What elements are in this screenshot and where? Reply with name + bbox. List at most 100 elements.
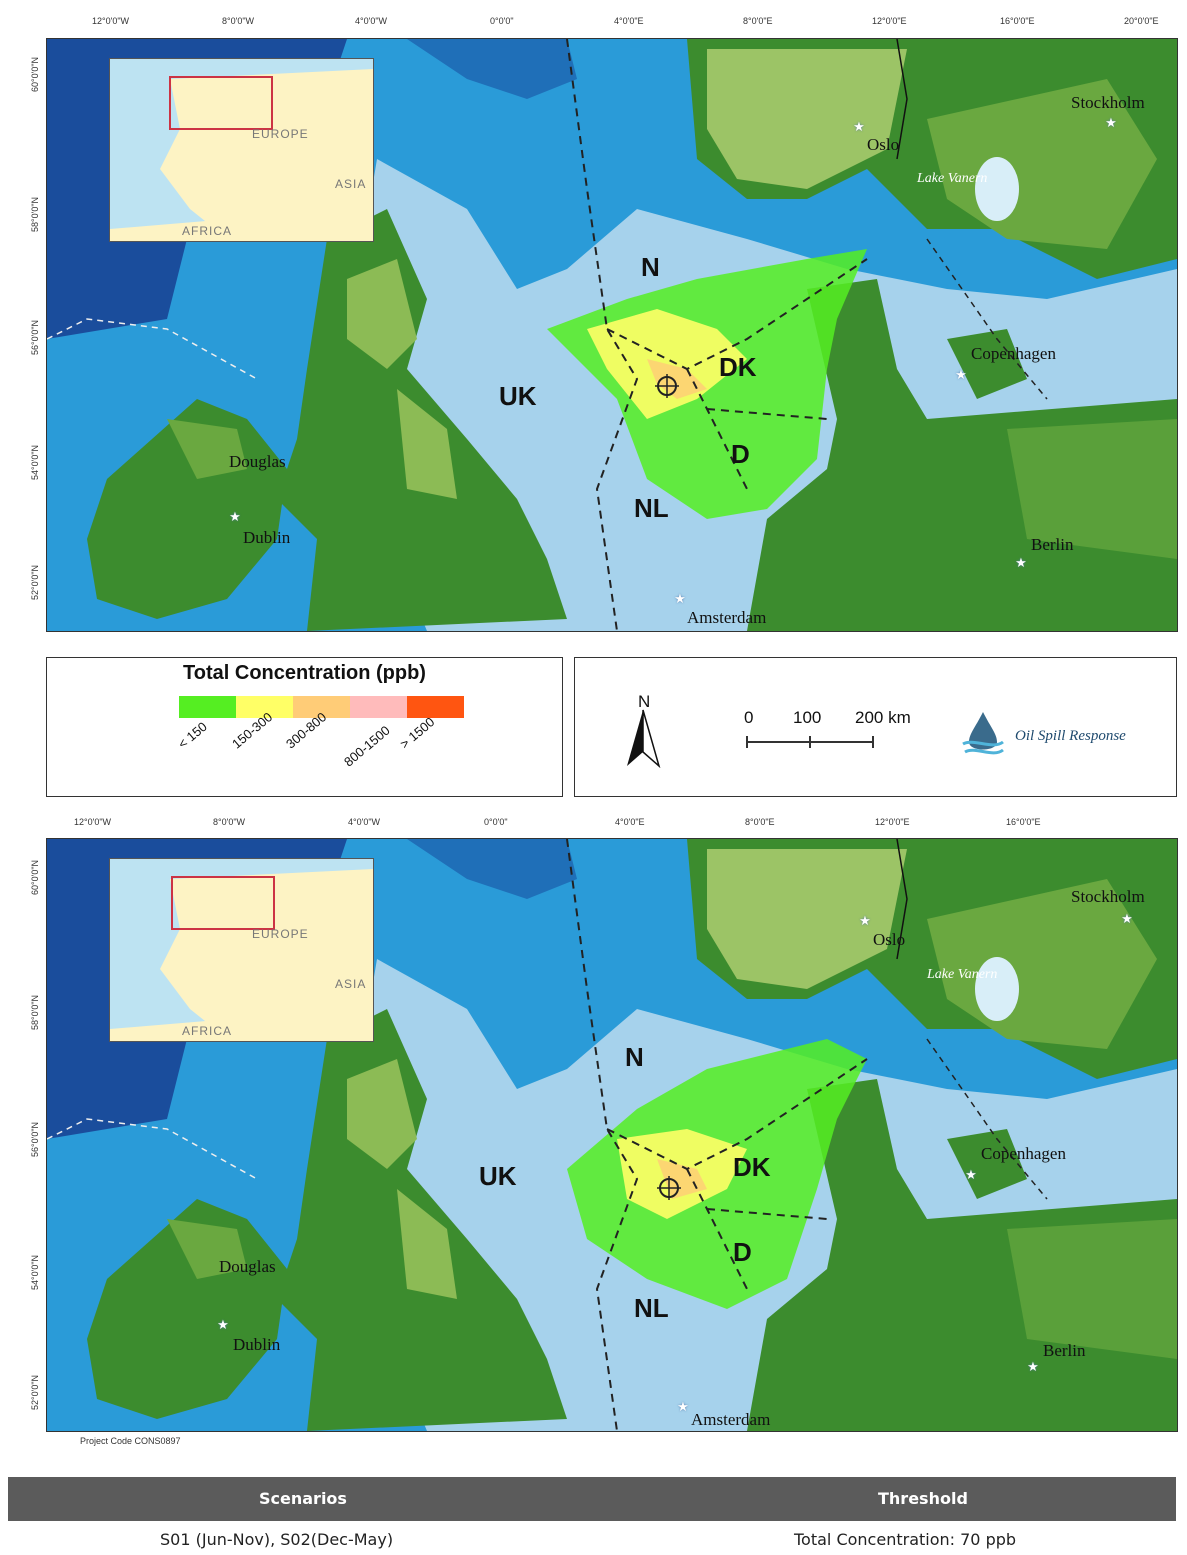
inset-graphic: [110, 59, 373, 241]
city-label-amsterdam: Amsterdam: [687, 608, 767, 627]
country-label-denmark: DK: [719, 352, 757, 382]
city-label-douglas: Douglas: [229, 452, 286, 471]
lat-tick: 52°0'0"N: [30, 564, 40, 600]
lon-tick: 0°0'0": [484, 817, 508, 827]
scenarios-header: Scenarios: [259, 1489, 347, 1508]
lon-tick: 16°0'0"E: [1006, 817, 1041, 827]
city-marker-icon: ★: [859, 913, 871, 928]
inset-map: EUROPE ASIA AFRICA: [109, 858, 374, 1042]
lat-tick: 58°0'0"N: [30, 994, 40, 1030]
country-label-denmark: DK: [733, 1152, 771, 1182]
city-label-stockholm: Stockholm: [1071, 93, 1145, 112]
inset-label-africa: AFRICA: [182, 224, 233, 238]
inset-map: EUROPE ASIA AFRICA: [109, 58, 374, 242]
city-label-oslo: Oslo: [867, 135, 900, 154]
lat-tick: 54°0'0"N: [30, 444, 40, 480]
city-marker-icon: ★: [229, 509, 241, 524]
threshold-header: Threshold: [878, 1489, 968, 1508]
legend-label: 800-1500: [341, 722, 393, 770]
city-label-copenhagen: Copenhagen: [971, 344, 1056, 363]
north-arrow-icon: [627, 709, 661, 768]
country-label-germany: D: [731, 439, 750, 469]
city-label-oslo: Oslo: [873, 930, 906, 949]
city-label-copenhagen: Copenhagen: [981, 1144, 1066, 1163]
city-marker-icon: ★: [677, 1399, 689, 1414]
scale-tick-label: 0: [744, 708, 754, 727]
inset-label-asia: ASIA: [335, 977, 367, 991]
lat-tick: 52°0'0"N: [30, 1374, 40, 1410]
map-canvas[interactable]: EUROPE ASIA AFRICA N DK UK D NL ★ Stockh…: [46, 838, 1178, 1432]
lon-tick: 16°0'0"E: [1000, 16, 1035, 26]
city-label-douglas: Douglas: [219, 1257, 276, 1276]
lon-tick: 4°0'0"W: [348, 817, 381, 827]
city-marker-icon: ★: [1121, 911, 1133, 926]
oil-drop-icon: [962, 712, 1004, 755]
lon-tick: 4°0'0"E: [614, 16, 644, 26]
legend-swatch: [236, 696, 293, 718]
inset-label-africa: AFRICA: [182, 1024, 233, 1038]
lake-label: Lake Vanern: [927, 967, 998, 982]
lon-tick: 12°0'0"W: [92, 16, 130, 26]
lon-tick: 4°0'0"W: [355, 16, 388, 26]
legend-label: < 150: [175, 718, 210, 752]
map-info-box: N 0 100 200 km Oil Spill Response: [574, 657, 1177, 797]
lat-tick: 56°0'0"N: [30, 319, 40, 355]
city-marker-icon: ★: [955, 367, 967, 382]
concentration-legend: Total Concentration (ppb) < 150 150-300 …: [46, 657, 563, 797]
city-label-berlin: Berlin: [1031, 535, 1074, 554]
lat-tick: 56°0'0"N: [30, 1121, 40, 1157]
city-marker-icon: ★: [1015, 555, 1027, 570]
legend-swatch: [179, 696, 236, 718]
lon-tick: 12°0'0"E: [875, 817, 910, 827]
legend-swatch: [350, 696, 407, 718]
lon-tick: 12°0'0"E: [872, 16, 907, 26]
legend-swatch: [407, 696, 464, 718]
city-label-stockholm: Stockholm: [1071, 887, 1145, 906]
project-code: Project Code CONS0897: [80, 1436, 181, 1446]
lon-tick: 12°0'0"W: [74, 817, 112, 827]
scale-tick-label: 100: [793, 708, 822, 727]
lat-tick: 60°0'0"N: [30, 56, 40, 92]
country-label-uk: UK: [499, 381, 537, 411]
map-graphic: [47, 839, 1177, 1431]
lon-tick: 8°0'0"W: [213, 817, 246, 827]
city-label-dublin: Dublin: [243, 528, 291, 547]
country-label-netherlands: NL: [634, 1293, 669, 1323]
legend-label: > 1500: [397, 714, 438, 752]
inset-label-europe: EUROPE: [252, 927, 309, 941]
legend-swatch: [293, 696, 350, 718]
lon-tick: 0°0'0": [490, 16, 514, 26]
city-marker-icon: ★: [674, 591, 686, 606]
city-marker-icon: ★: [853, 119, 865, 134]
scale-end-label: 200 km: [855, 708, 911, 727]
city-label-amsterdam: Amsterdam: [691, 1410, 771, 1429]
map-canvas[interactable]: EUROPE ASIA AFRICA N DK UK D NL ★ Stockh…: [46, 38, 1178, 632]
lon-tick: 8°0'0"E: [743, 16, 773, 26]
inset-label-europe: EUROPE: [252, 127, 309, 141]
country-label-uk: UK: [479, 1161, 517, 1191]
lon-tick: 20°0'0"E: [1124, 16, 1159, 26]
logo-text: Oil Spill Response: [1015, 728, 1126, 744]
lon-tick: 8°0'0"E: [745, 817, 775, 827]
lat-tick: 58°0'0"N: [30, 196, 40, 232]
scenarios-value: S01 (Jun-Nov), S02(Dec-May): [160, 1530, 394, 1549]
city-label-dublin: Dublin: [233, 1335, 281, 1354]
country-label-netherlands: NL: [634, 493, 669, 523]
inset-graphic: [110, 859, 373, 1041]
lake-label: Lake Vanern: [917, 171, 988, 186]
city-marker-icon: ★: [217, 1317, 229, 1332]
lon-tick: 8°0'0"W: [222, 16, 255, 26]
city-marker-icon: ★: [1027, 1359, 1039, 1374]
city-marker-icon: ★: [965, 1167, 977, 1182]
lon-tick: 4°0'0"E: [615, 817, 645, 827]
inset-label-asia: ASIA: [335, 177, 367, 191]
map-graphic: [47, 39, 1177, 631]
north-label: N: [638, 692, 651, 711]
country-label-norway: N: [625, 1042, 644, 1072]
lat-tick: 54°0'0"N: [30, 1254, 40, 1290]
city-marker-icon: ★: [1105, 115, 1117, 130]
footer-header-bar: Scenarios Threshold: [8, 1477, 1176, 1521]
scale-bar: [746, 736, 874, 748]
threshold-value: Total Concentration: 70 ppb: [794, 1530, 1017, 1549]
lat-tick: 60°0'0"N: [30, 859, 40, 895]
